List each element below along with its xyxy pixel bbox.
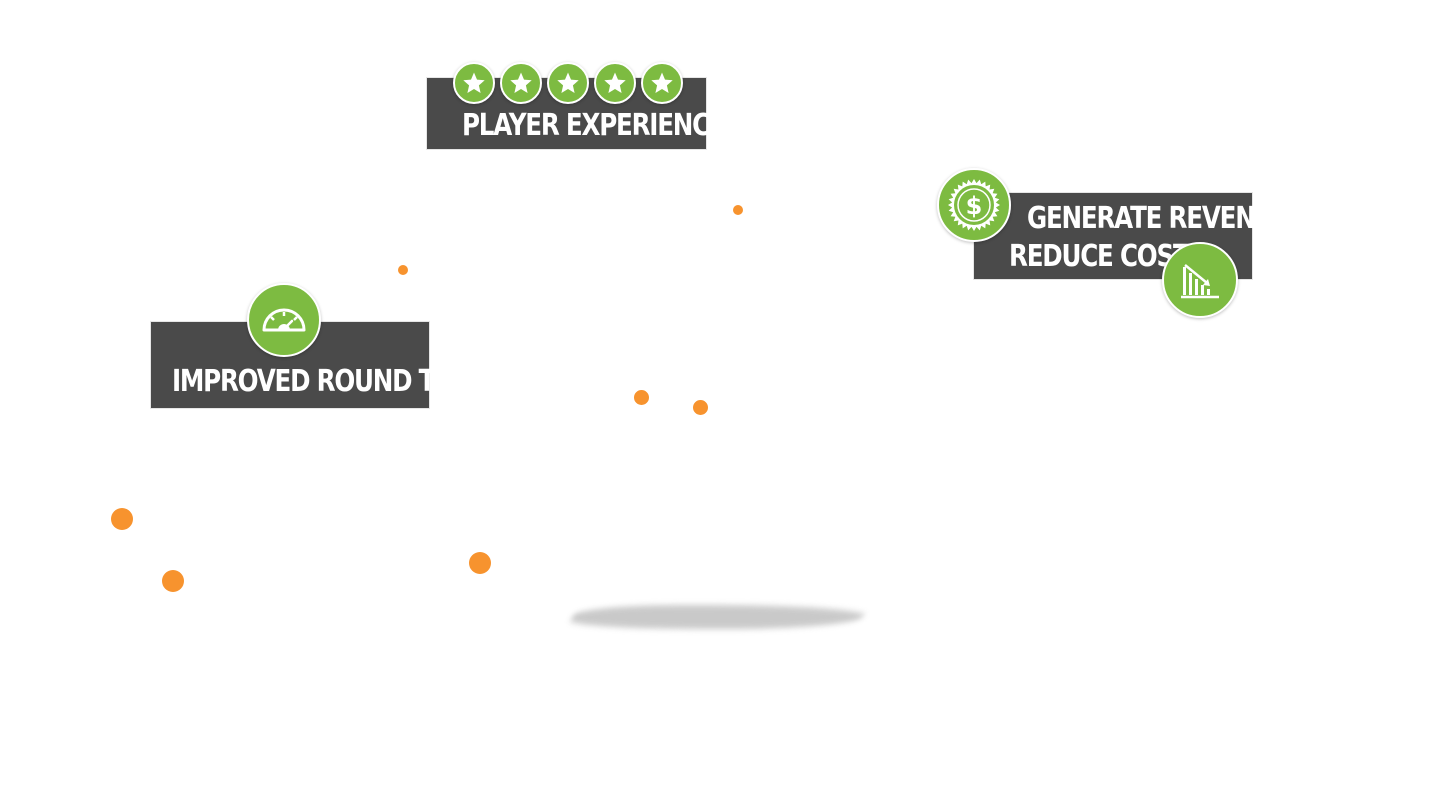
speedometer-icon	[262, 308, 306, 332]
dollar-seal-icon: $	[948, 179, 1000, 231]
ground-shadow	[568, 605, 868, 629]
star-badge	[453, 62, 495, 104]
marker-dot	[162, 570, 184, 592]
star-icon	[651, 72, 673, 93]
declining-bar-chart-icon	[1181, 264, 1219, 299]
star-badge	[594, 62, 636, 104]
star-icon	[557, 72, 579, 93]
chart-badge	[1162, 242, 1238, 318]
marker-dot	[733, 205, 743, 215]
star-badge	[641, 62, 683, 104]
marker-dot	[693, 400, 708, 415]
star-icon	[510, 72, 532, 93]
speedometer-badge	[247, 283, 321, 357]
marker-dot	[111, 508, 133, 530]
star-icon	[604, 72, 626, 93]
dollar-badge: $	[937, 168, 1011, 242]
player-experience-label: PLAYER EXPERIENCE	[462, 108, 726, 143]
star-badge	[547, 62, 589, 104]
star-icon	[463, 72, 485, 93]
svg-text:$: $	[966, 192, 983, 220]
star-badge	[500, 62, 542, 104]
revenue-cost-card: GENERATE REVENUE REDUCE COST	[974, 193, 1290, 279]
marker-dot	[634, 390, 649, 405]
improved-round-time-card: IMPROVED ROUND TIME	[151, 322, 482, 408]
generate-revenue-label: GENERATE REVENUE	[1027, 201, 1290, 236]
marker-dot	[469, 552, 491, 574]
marker-dot	[398, 265, 408, 275]
reduce-cost-label: REDUCE COST	[1009, 239, 1190, 274]
improved-round-time-label: IMPROVED ROUND TIME	[172, 364, 482, 399]
